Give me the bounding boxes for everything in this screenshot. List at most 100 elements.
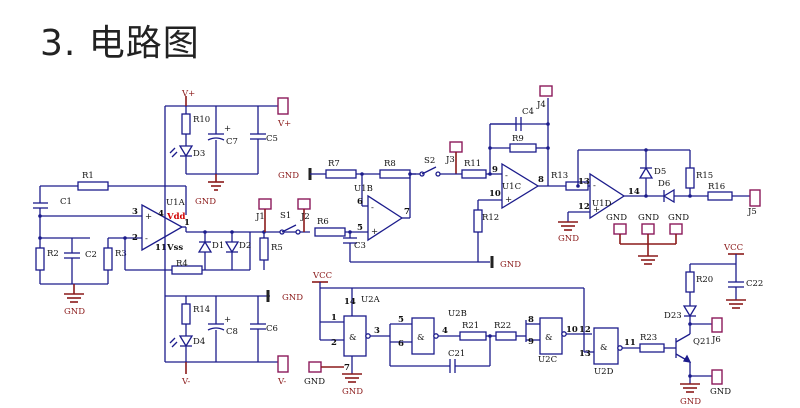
svg-text:10: 10 <box>489 189 501 199</box>
d3-label: D3 <box>193 149 205 159</box>
u1b-section: GND R7 R8 U1B 6 - + 5 7 S2 J3 R11 <box>278 141 500 242</box>
svg-text:&: & <box>349 333 357 343</box>
d1-label: D1 <box>212 241 224 251</box>
gnd-label-2: GND <box>195 197 216 207</box>
svg-text:13: 13 <box>579 349 591 359</box>
u1d-section: R13 13 - + U1D 12 GND 14 D5 D6 R15 <box>551 148 761 265</box>
vcc-label-1: VCC <box>312 271 332 281</box>
r22-label: R22 <box>494 321 511 331</box>
j3-terminal <box>449 141 463 153</box>
svg-text:4: 4 <box>442 326 448 336</box>
j3-label: J3 <box>445 155 455 165</box>
vplus-label: V+ <box>181 89 195 99</box>
svg-text:9: 9 <box>492 165 498 175</box>
gnd-label-8: GND <box>680 397 701 407</box>
r4-label: R4 <box>176 259 188 269</box>
svg-text:1: 1 <box>184 218 190 228</box>
gnd-label-3: GND <box>282 293 303 303</box>
svg-text:+: + <box>593 205 600 215</box>
r11-resistor <box>461 169 487 179</box>
gnd-term-label-5: GND <box>710 387 731 397</box>
svg-text:11: 11 <box>624 338 636 348</box>
r13-label: R13 <box>551 171 568 181</box>
c21-label: C21 <box>448 349 465 359</box>
u1a-section: C1 R1 3 R2 C2 GND R3 2 <box>33 89 478 387</box>
gnd-term-label-1: GND <box>606 213 627 223</box>
svg-text:12: 12 <box>578 202 590 212</box>
r16-label: R16 <box>708 182 725 192</box>
r2-resistor <box>35 247 45 271</box>
u2d-label: U2D <box>594 367 614 377</box>
svg-text:+: + <box>505 195 512 205</box>
svg-text:2: 2 <box>331 338 337 348</box>
u2d-gate <box>593 327 619 365</box>
r7-label: R7 <box>328 159 340 169</box>
gnd-term-label-4: GND <box>304 377 325 387</box>
c4-label: C4 <box>522 107 534 117</box>
s1-label: S1 <box>280 211 291 221</box>
svg-text:13: 13 <box>578 177 590 187</box>
vcc-label-2: VCC <box>723 243 743 253</box>
j1-terminal <box>258 198 272 210</box>
vss-label: Vss <box>166 243 183 253</box>
r8-resistor <box>379 169 411 179</box>
r22-resistor <box>495 331 517 341</box>
gnd-terminal-3 <box>669 223 683 235</box>
page-title: 3. 电路图 <box>40 23 200 64</box>
u1a-pin2: 2 <box>132 233 138 243</box>
svg-text:7: 7 <box>404 207 410 217</box>
svg-text:+: + <box>145 212 152 222</box>
j2-label: J2 <box>300 212 310 222</box>
svg-text:-: - <box>505 171 508 181</box>
r3-label: R3 <box>115 249 127 259</box>
j6-terminal <box>711 317 723 333</box>
vminus-term-label: V- <box>277 377 286 387</box>
c5-label: C5 <box>266 134 278 144</box>
c2-label: C2 <box>85 250 97 260</box>
u1a-pin3: 3 <box>132 207 138 217</box>
r6-label: R6 <box>317 217 329 227</box>
r11-label: R11 <box>464 159 481 169</box>
gnd-terminal-1 <box>613 223 627 235</box>
transistor-section: VCC C22 R20 D23 J6 Q21 GND <box>664 243 763 407</box>
u2c-label: U2C <box>538 355 557 365</box>
u2a-label: U2A <box>361 295 381 305</box>
r1-resistor <box>77 181 109 191</box>
r23-resistor <box>639 343 665 353</box>
j5-terminal <box>749 189 761 207</box>
gnd-label-4: GND <box>278 171 299 181</box>
d5-label: D5 <box>654 167 666 177</box>
svg-text:4: 4 <box>158 209 164 219</box>
svg-text:3: 3 <box>374 326 380 336</box>
svg-text:1: 1 <box>331 313 337 323</box>
r16-resistor <box>707 191 733 201</box>
c1-label: C1 <box>60 197 72 207</box>
r9-label: R9 <box>512 134 524 144</box>
svg-text:+: + <box>224 315 231 325</box>
r12-label: R12 <box>482 213 499 223</box>
vplus-decoupling: R10 D3 + C7 C5 GND V+ <box>169 97 291 207</box>
gnd-terminal-4 <box>308 361 322 373</box>
r14-label: R14 <box>193 305 210 315</box>
j4-label: J4 <box>536 100 546 110</box>
s2-label: S2 <box>424 156 435 166</box>
r14-resistor <box>181 303 191 325</box>
svg-text:-: - <box>593 181 596 191</box>
vminus-label: V- <box>181 377 190 387</box>
r8-label: R8 <box>384 159 396 169</box>
svg-text:10: 10 <box>566 325 578 335</box>
gnd-label-1: GND <box>64 307 85 317</box>
c22-label: C22 <box>746 279 763 289</box>
j4-terminal <box>539 85 553 97</box>
svg-text:&: & <box>545 333 553 343</box>
c6-label: C6 <box>266 324 278 334</box>
svg-text:-: - <box>145 234 148 244</box>
u1b-label: U1B <box>354 184 373 194</box>
svg-text:6: 6 <box>357 197 363 207</box>
r6-resistor <box>314 227 346 237</box>
svg-text:+: + <box>224 124 231 134</box>
r15-resistor <box>685 167 695 189</box>
d4-label: D4 <box>193 337 205 347</box>
r9-resistor <box>509 143 537 153</box>
